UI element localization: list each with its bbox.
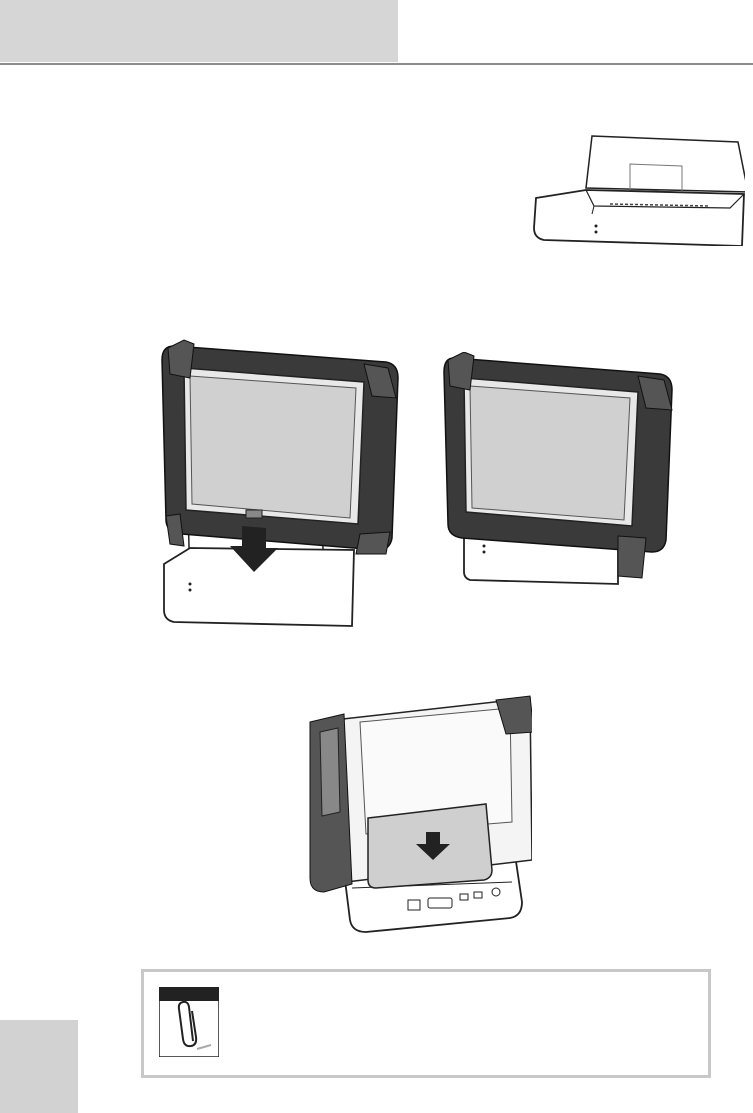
dock-cradle-icon bbox=[530, 128, 745, 246]
header-band bbox=[0, 0, 398, 62]
paperclip-note-icon bbox=[159, 987, 219, 1057]
tablet-docked-icon bbox=[442, 352, 674, 590]
note-box bbox=[141, 969, 711, 1078]
tablet-insert-arrow-icon bbox=[160, 338, 400, 628]
side-tab bbox=[0, 1020, 78, 1113]
battery-insert-arrow-icon bbox=[300, 692, 532, 940]
header-rule bbox=[0, 63, 753, 65]
